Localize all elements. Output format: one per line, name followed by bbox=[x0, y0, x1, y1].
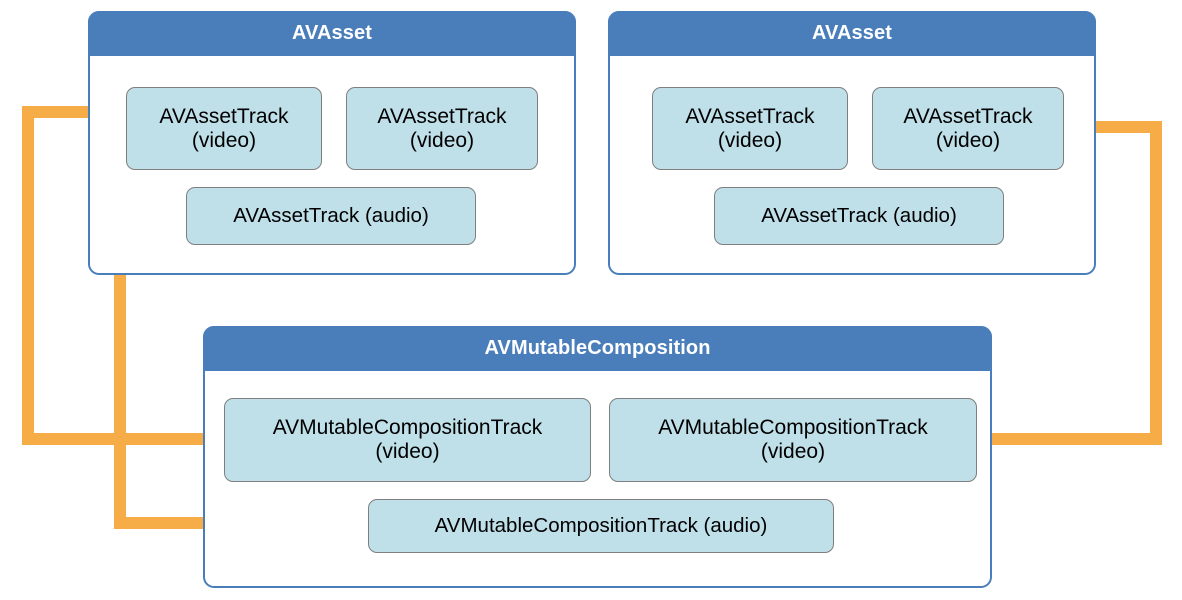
track-comp-audio[interactable]: AVMutableCompositionTrack (audio) bbox=[368, 499, 834, 553]
panel-avasset-right-title: AVAsset bbox=[608, 11, 1096, 56]
connector-video1-horizontal-out bbox=[22, 433, 230, 445]
track-asset-left-video-2[interactable]: AVAssetTrack (video) bbox=[346, 87, 538, 170]
track-comp-video-2[interactable]: AVMutableCompositionTrack (video) bbox=[609, 398, 977, 482]
track-comp-video-1[interactable]: AVMutableCompositionTrack (video) bbox=[224, 398, 591, 482]
connector-audio-vertical bbox=[114, 203, 126, 529]
connector-video2-horizontal-in bbox=[1088, 121, 1162, 133]
track-asset-right-video-1[interactable]: AVAssetTrack (video) bbox=[652, 87, 848, 170]
panel-avmutablecomposition-title: AVMutableComposition bbox=[203, 326, 992, 371]
panel-avasset-left-title: AVAsset bbox=[88, 11, 576, 56]
track-asset-left-video-1[interactable]: AVAssetTrack (video) bbox=[126, 87, 322, 170]
panel-avasset-left[interactable]: AVAsset AVAssetTrack (video) AVAssetTrac… bbox=[88, 11, 576, 275]
connector-video2-vertical bbox=[1150, 121, 1162, 445]
connector-video2-horizontal-out bbox=[962, 433, 1162, 445]
panel-avasset-right[interactable]: AVAsset AVAssetTrack (video) AVAssetTrac… bbox=[608, 11, 1096, 275]
track-asset-right-video-2[interactable]: AVAssetTrack (video) bbox=[872, 87, 1064, 170]
panel-avmutablecomposition[interactable]: AVMutableComposition AVMutableCompositio… bbox=[203, 326, 992, 588]
connector-video1-vertical bbox=[22, 106, 34, 445]
track-asset-right-audio[interactable]: AVAssetTrack (audio) bbox=[714, 187, 1004, 245]
connector-video1-horizontal-in bbox=[22, 106, 104, 118]
track-asset-left-audio[interactable]: AVAssetTrack (audio) bbox=[186, 187, 476, 245]
